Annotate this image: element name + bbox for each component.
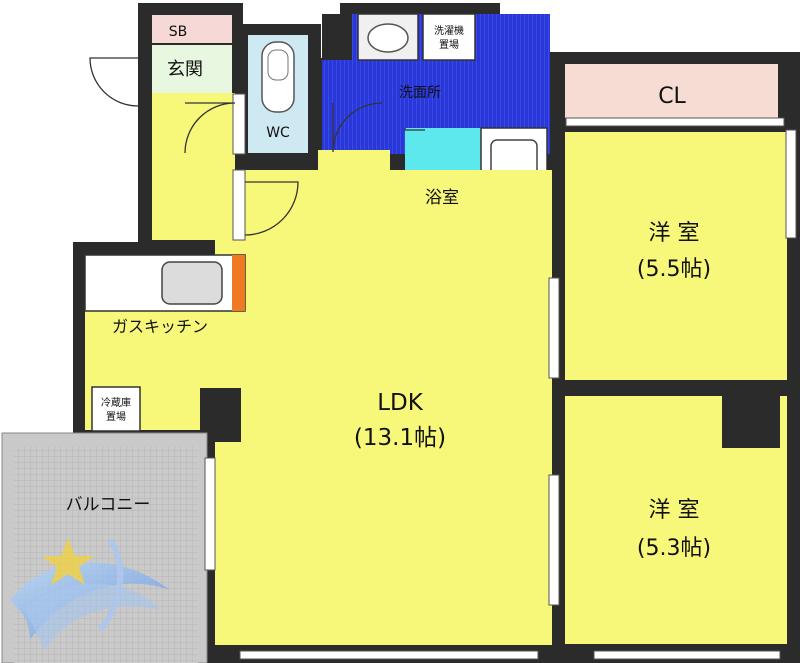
ldk-name: LDK — [377, 390, 424, 416]
sb-area — [152, 15, 232, 43]
western-room-2-size: (5.3帖) — [637, 536, 711, 561]
western-room-2-name: 洋 室 — [649, 498, 700, 523]
balcony-label: バルコニー — [66, 495, 151, 515]
western-room-1-name: 洋 室 — [649, 221, 700, 246]
closet — [565, 64, 778, 118]
fridge-label-1: 冷蔵庫 — [101, 396, 131, 409]
star-logo-icon — [10, 538, 170, 650]
toilet-icon — [261, 41, 295, 113]
sb-label: SB — [169, 24, 188, 40]
washer-space — [422, 13, 476, 61]
closet-label: CL — [658, 84, 686, 109]
genkan-label: 玄関 — [167, 59, 203, 80]
wc-label: WC — [266, 125, 290, 141]
kitchen-label: ガスキッチン — [112, 317, 208, 336]
washroom-label: 洗面所 — [399, 85, 441, 101]
doors — [89, 57, 425, 236]
washer-label-1: 洗濯機 — [434, 24, 464, 37]
genkan-area — [152, 45, 232, 93]
western-room-1 — [565, 132, 787, 380]
ldk-size: (13.1帖) — [354, 425, 446, 451]
bath-label: 浴室 — [425, 188, 459, 208]
fridge-label-2: 置場 — [106, 410, 126, 423]
fridge-space — [91, 386, 141, 432]
washer-label-2: 置場 — [439, 38, 459, 51]
kitchen-sink-icon — [161, 261, 223, 305]
windows — [204, 93, 797, 660]
western-room-1-size: (5.5帖) — [637, 257, 711, 282]
